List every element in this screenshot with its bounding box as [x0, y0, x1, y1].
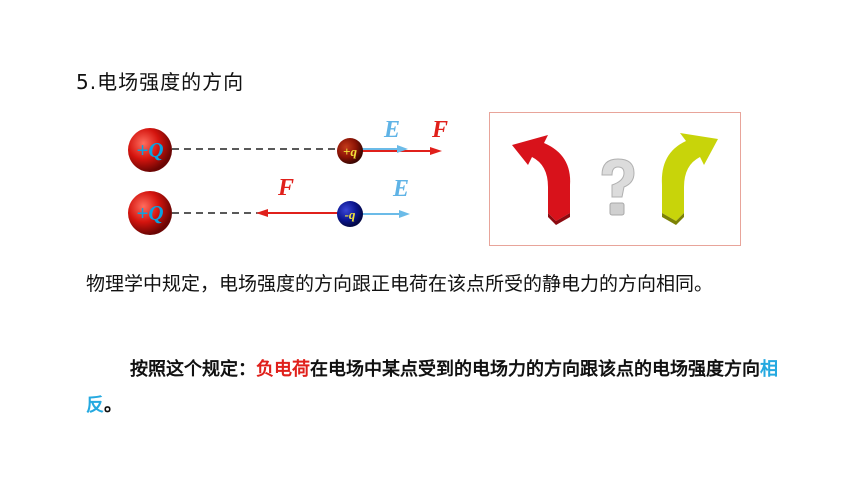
question-illustration: [489, 112, 741, 246]
field-arrowhead-row2: [399, 210, 410, 218]
highlight-negative-charge: 负电荷: [256, 359, 310, 380]
row1: +Q +q E F: [128, 117, 448, 172]
field-arrowhead-row1: [397, 145, 408, 153]
source-charge-row2: [128, 191, 172, 235]
label-E-row2: E: [392, 176, 409, 202]
source-charge-label-row2: +Q: [136, 201, 163, 225]
test-charge-label-row2: -q: [345, 207, 356, 222]
force-arrowhead-row1: [430, 147, 442, 155]
source-charge-row1: [128, 128, 172, 172]
label-E-row1: E: [383, 117, 400, 143]
rule-paragraph: 按照这个规定：负电荷在电场中某点受到的电场力的方向跟该点的电场强度方向相反。: [86, 352, 786, 424]
highlight-opposite: 相反: [86, 359, 778, 416]
source-charge-label-row1: +Q: [136, 138, 163, 162]
section-title: 5.电场强度的方向: [76, 70, 245, 94]
force-arrowhead-row2: [256, 209, 268, 217]
question-mark-with-arrows-icon: [512, 133, 718, 225]
test-charge-row1: [337, 138, 363, 164]
test-charge-row2: [337, 201, 363, 227]
definition-paragraph: 物理学中规定，电场强度的方向跟正电荷在该点所受的静电力的方向相同。: [86, 273, 714, 295]
rule-text-part3: 。: [104, 395, 122, 416]
test-charge-label-row1: +q: [343, 144, 357, 159]
rule-text-part1: 按照这个规定：: [130, 359, 256, 380]
row2: +Q -q F E: [128, 175, 410, 235]
rule-text-part2: 在电场中某点受到的电场力的方向跟该点的电场强度方向: [310, 359, 760, 380]
label-F-row2: F: [277, 175, 294, 201]
label-F-row1: F: [431, 117, 448, 143]
